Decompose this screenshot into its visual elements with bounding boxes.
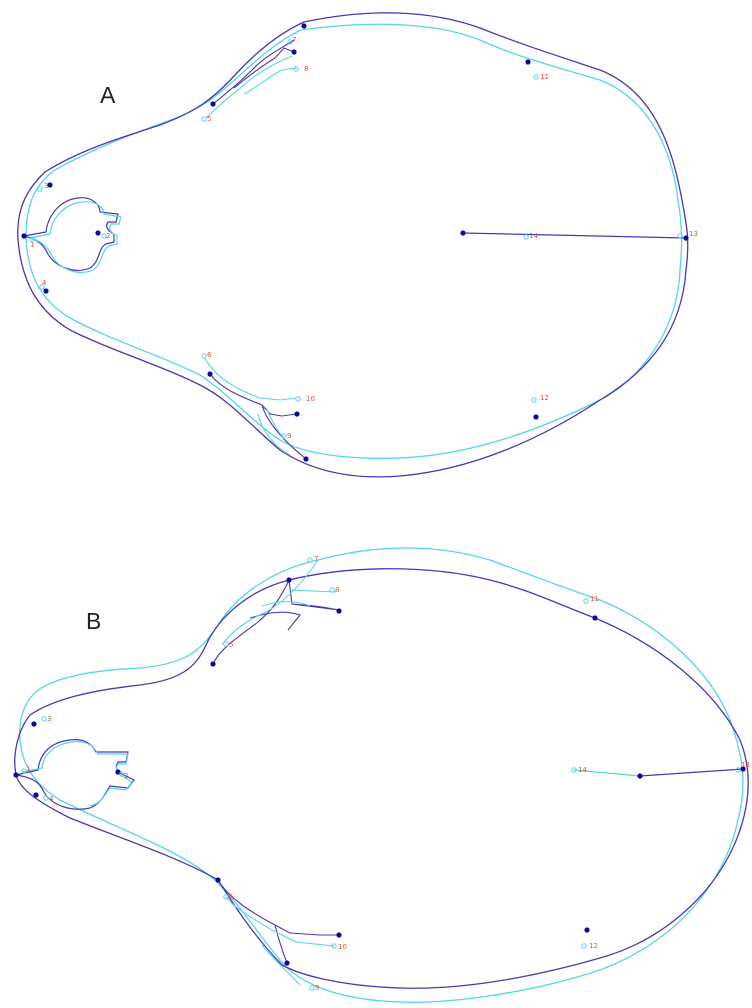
landmark-label: 6 (229, 893, 234, 901)
landmark-ring (44, 796, 48, 800)
landmark-label: 5 (229, 641, 233, 649)
panel-a: 1 2 3 4 5 6 7 8 9 10 11 12 13 14 (18, 13, 698, 477)
landmark-ring (310, 986, 314, 990)
landmark-ring (296, 397, 300, 401)
landmark-ring (294, 67, 298, 71)
landmark-dot (43, 288, 48, 293)
landmark-label: 8 (335, 586, 339, 594)
panel-b-light-landmarks (22, 558, 740, 990)
landmark-label: 7 (292, 36, 296, 44)
landmark-ring (42, 717, 46, 721)
landmark-dot (33, 792, 38, 797)
landmark-dot (336, 608, 341, 613)
landmark-dot (592, 615, 597, 620)
landmark-label: 10 (338, 943, 347, 951)
landmark-dot (95, 230, 100, 235)
landmark-dot (286, 577, 291, 582)
panel-b-midline-dark (640, 769, 743, 776)
landmark-dot (210, 661, 215, 666)
landmark-label: 13 (741, 761, 750, 769)
panel-b: 1 2 3 4 5 6 7 8 9 10 11 12 13 14 (13, 548, 750, 1002)
panel-a-light-outline (26, 24, 682, 458)
landmark-label: 4 (49, 795, 54, 803)
panel-a-light-landmarks (30, 40, 682, 438)
landmark-label: 6 (207, 351, 212, 359)
landmark-label: 1 (26, 765, 30, 773)
landmark-dot (336, 932, 341, 937)
landmark-label: 12 (589, 942, 598, 950)
landmark-dot (533, 414, 538, 419)
landmark-dot (291, 49, 296, 54)
landmark-ring (202, 354, 206, 358)
landmark-dot (303, 456, 308, 461)
landmark-dot (207, 371, 212, 376)
landmark-label: 2 (106, 232, 110, 240)
landmark-label: 10 (306, 395, 315, 403)
panel-b-lower-arch-dark (218, 880, 338, 963)
landmark-dot (215, 877, 220, 882)
landmark-dot (637, 773, 642, 778)
landmark-dot (294, 411, 299, 416)
landmark-ring (584, 599, 588, 603)
landmark-label: 9 (315, 984, 319, 992)
landmark-label: 2 (124, 772, 128, 780)
panel-a-lower-arch-light (205, 358, 296, 455)
landmark-label: 3 (47, 715, 51, 723)
landmark-dot (301, 23, 306, 28)
panel-b-nasal-light (22, 742, 132, 806)
landmark-label: 9 (287, 432, 291, 440)
landmark-label: 1 (30, 241, 34, 249)
landmark-label: 12 (540, 394, 549, 402)
landmark-dot (584, 927, 589, 932)
landmark-label: 11 (590, 595, 599, 603)
panel-a-dark-outline (18, 13, 688, 477)
landmark-dot (460, 230, 465, 235)
landmark-dot (525, 59, 530, 64)
panel-b-upper-arch-dark (213, 580, 339, 664)
landmark-dot (210, 101, 215, 106)
landmark-label: 3 (44, 182, 48, 190)
landmark-label: 4 (42, 279, 47, 287)
landmark-ring (202, 117, 206, 121)
landmark-label: 8 (304, 65, 308, 73)
landmark-dot (13, 772, 18, 777)
landmark-label: 11 (540, 73, 549, 81)
panel-a-lower-arch-dark (210, 374, 305, 458)
landmark-label: 14 (578, 766, 587, 774)
panel-a-labels: 1 2 3 4 5 6 7 8 9 10 11 12 13 14 (30, 36, 698, 440)
landmark-label: 5 (207, 115, 211, 123)
panel-a-dark-landmarks (21, 23, 688, 461)
landmark-dot (284, 960, 289, 965)
panel-b-nasal-dark (16, 740, 134, 810)
landmark-label: 13 (689, 230, 698, 238)
landmark-label: 14 (529, 232, 538, 240)
landmark-dot (31, 721, 36, 726)
landmark-ring (524, 235, 528, 239)
landmark-ring (534, 75, 538, 79)
panel-a-upper-arch-dark (213, 40, 294, 104)
panel-a-midline (463, 233, 686, 238)
landmark-ring (224, 642, 228, 646)
landmark-ring (582, 944, 586, 948)
landmark-ring (38, 187, 42, 191)
landmark-ring (532, 398, 536, 402)
landmark-label: 7 (314, 555, 318, 563)
landmark-dot (21, 233, 26, 238)
landmark-dot (683, 235, 688, 240)
